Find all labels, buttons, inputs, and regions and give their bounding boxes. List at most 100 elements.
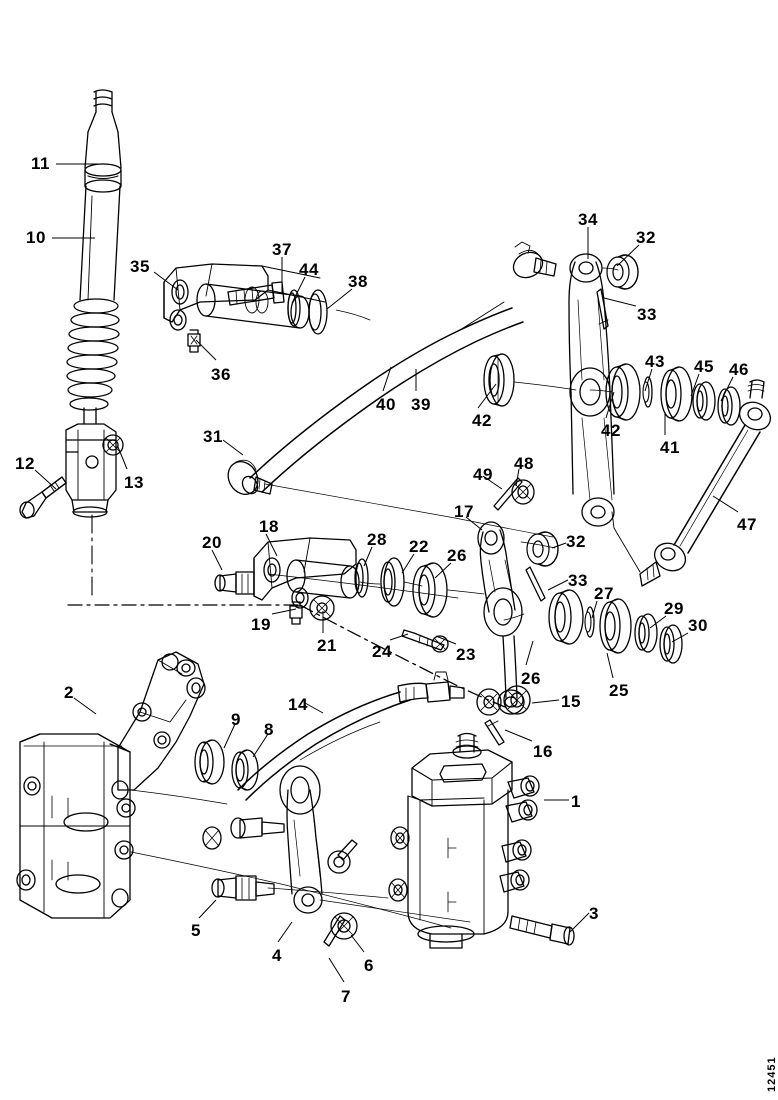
- callout-28: 28: [367, 530, 387, 549]
- callout-31: 31: [203, 427, 223, 446]
- callout-6: 6: [364, 956, 374, 975]
- callout-45: 45: [694, 357, 714, 376]
- part-13-nut: [102, 434, 124, 456]
- callout-33: 33: [637, 305, 657, 324]
- part-15-nuts: [476, 685, 531, 716]
- part-1-steering-gear: [388, 732, 540, 949]
- callout-46: 46: [729, 360, 749, 379]
- part-32-nut-middle: [526, 531, 559, 567]
- part-37-bolt: [227, 281, 285, 306]
- part-25-bushing: [599, 598, 632, 654]
- callout-21: 21: [317, 636, 337, 655]
- part-20-bolt: [214, 571, 255, 595]
- part-2-axle-support: [16, 651, 206, 919]
- part-38-ring: [308, 289, 328, 335]
- callout-48: 48: [514, 454, 534, 473]
- part-43-washer: [642, 376, 653, 408]
- part-3-bolt: [509, 915, 575, 946]
- callout-13: 13: [124, 473, 144, 492]
- callout-1: 1: [571, 792, 581, 811]
- part-29-bushing: [634, 613, 658, 653]
- callout-32: 32: [636, 228, 656, 247]
- part-31-drag-link: [227, 241, 557, 495]
- callout-25: 25: [609, 681, 629, 700]
- callout-42: 42: [472, 411, 492, 430]
- part-30-bushing: [659, 624, 683, 664]
- callout-18: 18: [259, 517, 279, 536]
- callout-40: 40: [376, 395, 396, 414]
- callout-35: 35: [130, 257, 150, 276]
- callout-49: 49: [473, 465, 493, 484]
- part-42-bushing-left: [483, 353, 515, 407]
- figure-code: 12451: [766, 1056, 778, 1092]
- callout-36: 36: [211, 365, 231, 384]
- callout-33: 33: [568, 571, 588, 590]
- callout-27: 27: [594, 584, 614, 603]
- part-35-bracket-assembly: [163, 263, 328, 353]
- callout-4: 4: [272, 946, 282, 965]
- part-33-pin-top: [596, 288, 609, 330]
- callout-12: 12: [15, 454, 35, 473]
- part-9-bushing: [194, 739, 225, 785]
- callout-5: 5: [191, 921, 201, 940]
- callout-47: 47: [737, 515, 757, 534]
- part-26-bushing-mid: [548, 589, 584, 645]
- part-32-nut-top: [606, 254, 639, 290]
- callout-10: 10: [26, 228, 46, 247]
- callout-9: 9: [231, 710, 241, 729]
- callout-37: 37: [272, 240, 292, 259]
- callout-23: 23: [456, 645, 476, 664]
- callout-16: 16: [533, 742, 553, 761]
- part-46-bushing: [717, 386, 741, 426]
- callout-22: 22: [409, 537, 429, 556]
- part-7-pin: [323, 915, 346, 947]
- callout-14: 14: [288, 695, 308, 714]
- callout-26: 26: [447, 546, 467, 565]
- callout-3: 3: [589, 904, 599, 923]
- callout-29: 29: [664, 599, 684, 618]
- callout-42: 42: [601, 421, 621, 440]
- part-14-hose: [237, 671, 465, 801]
- part-4-arm: [279, 765, 323, 914]
- part-36-fitting: [187, 329, 201, 353]
- part-48-nut: [511, 479, 535, 505]
- part-27-washer: [584, 606, 595, 638]
- callout-32: 32: [566, 532, 586, 551]
- callout-2: 2: [64, 683, 74, 702]
- callout-8: 8: [264, 720, 274, 739]
- callout-26: 26: [521, 669, 541, 688]
- callout-44: 44: [299, 260, 319, 279]
- callout-30: 30: [688, 616, 708, 635]
- callout-43: 43: [645, 352, 665, 371]
- callout-24: 24: [372, 642, 392, 661]
- callout-17: 17: [454, 502, 474, 521]
- part-21-nut: [309, 595, 335, 621]
- part-49-pin: [493, 477, 523, 511]
- part-41-bushing: [660, 366, 693, 422]
- part-12-bolt: [19, 476, 67, 519]
- part-16-pin: [484, 719, 505, 746]
- part-lower-bolt-cluster: [202, 817, 358, 874]
- part-47-tie-rod: [639, 379, 772, 587]
- part-44-ring: [287, 289, 301, 327]
- callout-11: 11: [31, 154, 50, 173]
- callout-41: 41: [660, 438, 680, 457]
- part-5-bolt: [211, 875, 275, 901]
- callout-20: 20: [202, 533, 222, 552]
- part-33-pin-middle: [525, 566, 546, 602]
- part-28-ring: [354, 558, 369, 598]
- callout-19: 19: [251, 615, 271, 634]
- part-45-bushing: [692, 381, 716, 421]
- part-22-ring: [380, 557, 405, 607]
- callout-39: 39: [411, 395, 431, 414]
- part-steering-column: [19, 89, 124, 601]
- callout-15: 15: [561, 692, 581, 711]
- callout-7: 7: [341, 987, 351, 1006]
- callout-38: 38: [348, 272, 368, 291]
- part-6-nut: [330, 912, 358, 940]
- part-26-bushing-left: [412, 562, 448, 618]
- callout-34: 34: [578, 210, 598, 229]
- part-17-bellcrank: [477, 521, 525, 715]
